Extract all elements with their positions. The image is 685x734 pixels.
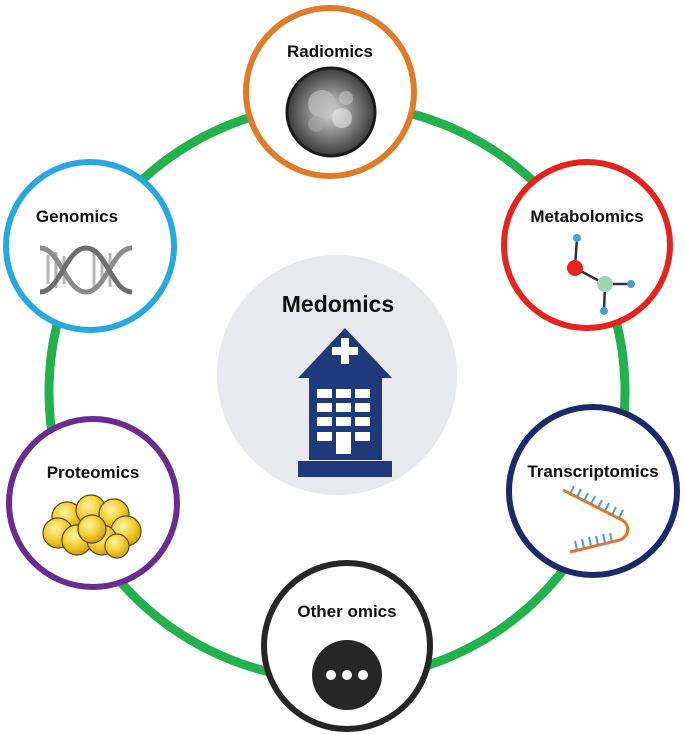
- node-genomics-circle: [3, 159, 177, 333]
- node-metabolomics-circle: [501, 159, 673, 331]
- node-transcriptomics: Transcriptomics: [506, 404, 680, 578]
- node-other-omics: Other omics: [261, 560, 433, 732]
- node-genomics: Genomics: [3, 159, 177, 333]
- rna-strand-icon: [562, 485, 630, 554]
- center-title: Medomics: [282, 291, 394, 317]
- node-radiomics-label: Radiomics: [287, 42, 373, 61]
- center-node: Medomics: [217, 255, 457, 495]
- hospital-icon: [298, 328, 392, 477]
- node-transcriptomics-circle: [506, 404, 680, 578]
- node-metabolomics: Metabolomics: [501, 159, 673, 331]
- node-radiomics: Radiomics: [243, 5, 417, 179]
- more-dots-icon: [312, 640, 382, 710]
- ct-scan-icon: [285, 66, 377, 158]
- protein-cluster-icon: [42, 494, 142, 559]
- node-genomics-label: Genomics: [36, 207, 118, 226]
- dna-helix-icon: [39, 245, 133, 295]
- node-proteomics-label: Proteomics: [47, 463, 140, 482]
- node-proteomics: Proteomics: [6, 416, 180, 590]
- node-metabolomics-label: Metabolomics: [530, 207, 643, 226]
- molecule-icon: [567, 234, 635, 315]
- node-other-omics-label: Other omics: [297, 602, 396, 621]
- node-transcriptomics-label: Transcriptomics: [527, 462, 658, 481]
